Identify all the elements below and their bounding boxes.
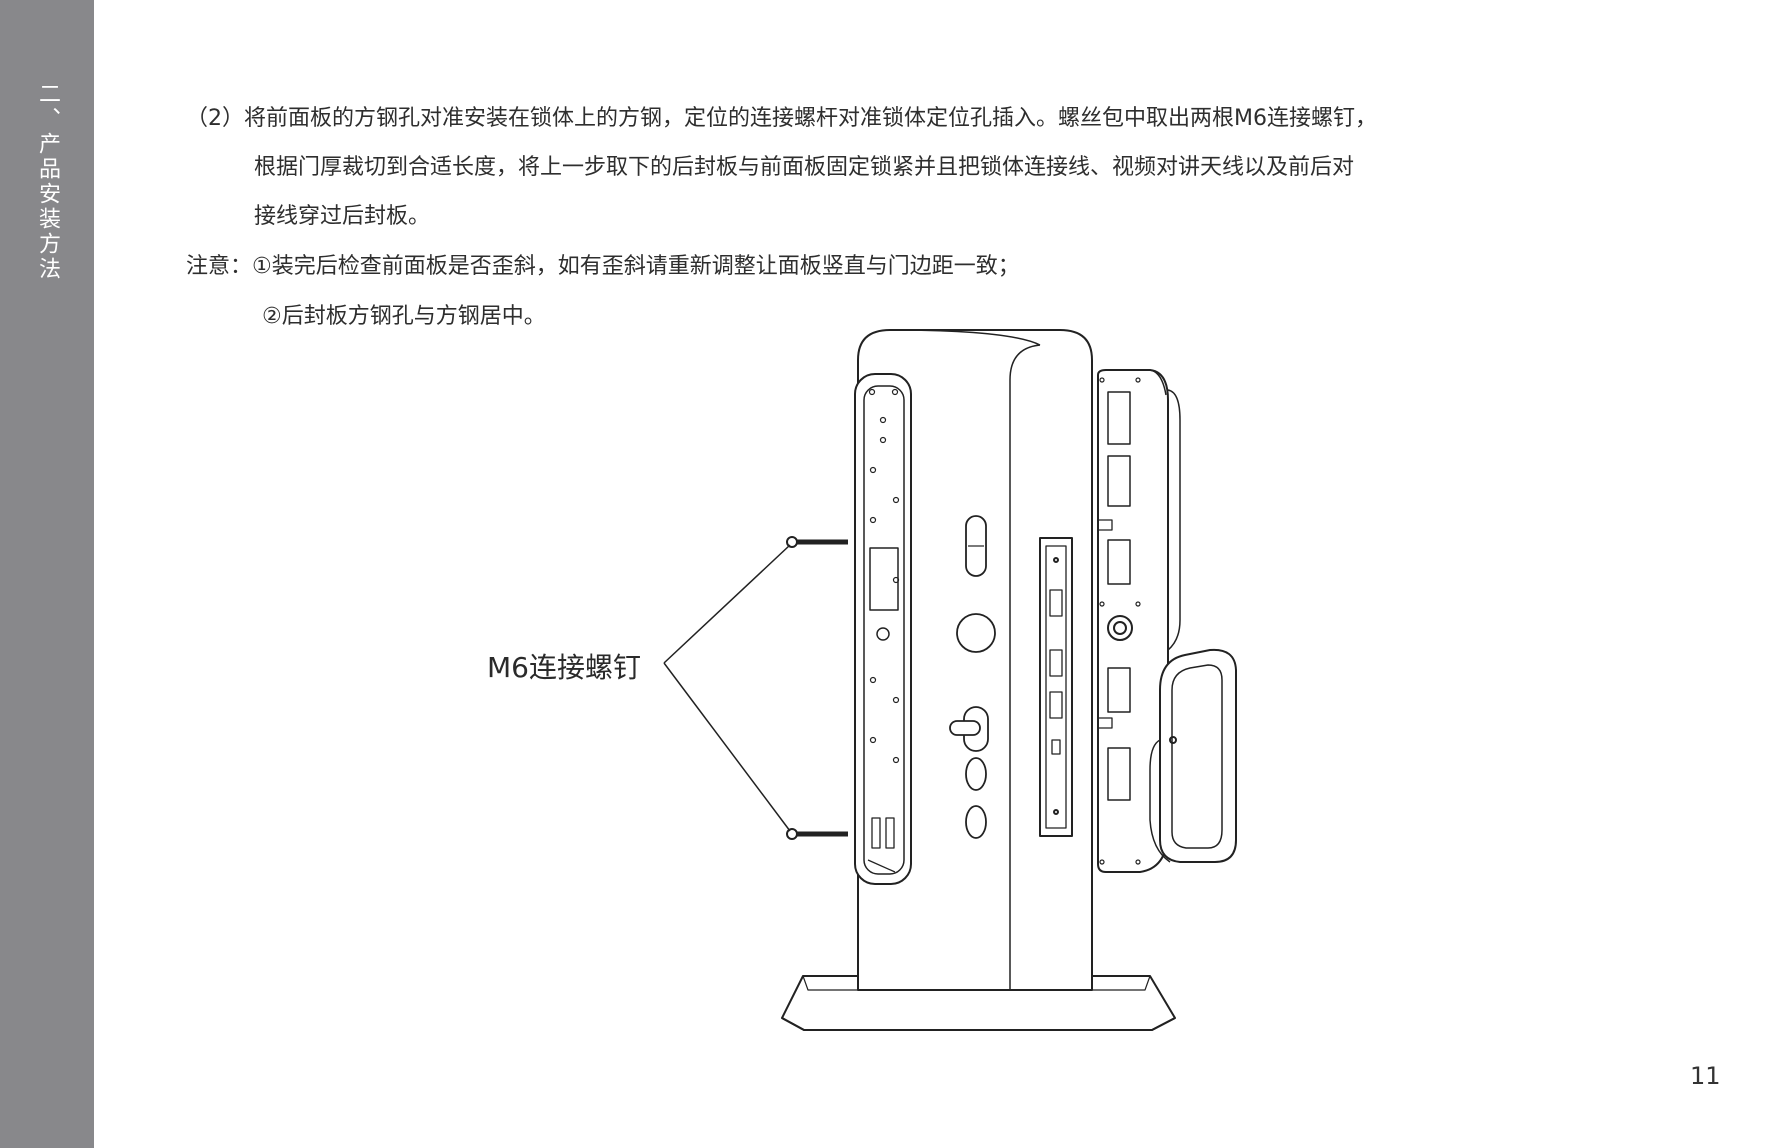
step-text-line-3: 接线穿过后封板。 xyxy=(254,204,431,229)
mortise-lock xyxy=(1039,537,1073,837)
page-number: 11 xyxy=(1690,1062,1721,1090)
section-title: 二、产品安装方法 xyxy=(35,82,60,282)
door-holes xyxy=(949,515,996,839)
m6-screw-bottom xyxy=(786,828,848,840)
note-line-2: ②后封板方钢孔与方钢居中。 xyxy=(262,304,546,329)
back-panel xyxy=(1097,369,1181,873)
front-panel xyxy=(854,373,912,885)
step-text-line-1: （2）将前面板的方钢孔对准安装在锁体上的方钢，定位的连接螺杆对准锁体定位孔插入。… xyxy=(186,106,1377,131)
sidebar: 二、产品安装方法 xyxy=(0,0,94,1148)
step-text-line-2: 根据门厚裁切到合适长度，将上一步取下的后封板与前面板固定锁紧并且把锁体连接线、视… xyxy=(254,155,1355,180)
m6-screw-top xyxy=(786,536,848,548)
callout-lines xyxy=(663,544,791,832)
door-block xyxy=(857,329,1093,991)
door-handle xyxy=(1149,648,1237,863)
note-line-1: 注意：①装完后检查前面板是否歪斜，如有歪斜请重新调整让面板竖直与门边距一致； xyxy=(186,254,1020,279)
screw-callout-label: M6连接螺钉 xyxy=(487,651,641,684)
